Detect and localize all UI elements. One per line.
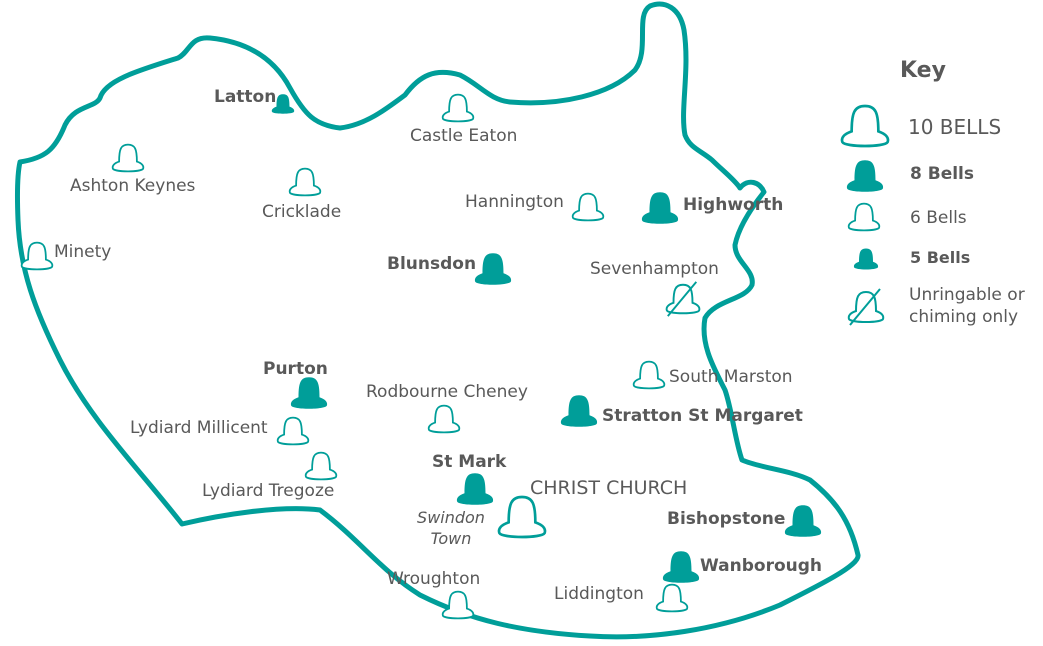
key-6-bells-icon [847,202,881,232]
bell-blunsdon-icon [474,253,512,285]
place-label: Bishopstone [667,509,786,529]
key-label: 5 Bells [910,248,971,267]
place-label: Castle Eaton [410,126,518,146]
key-label: 8 Bells [910,164,975,184]
place-label: Wanborough [700,556,823,576]
place-label: Liddington [554,584,644,604]
bell-south-marston-icon [632,360,666,390]
key-title: Key [900,58,946,83]
place-label: St Mark [432,452,507,472]
place-label: CHRIST CHURCH [530,477,688,499]
bell-lydiard-millicent-icon [276,416,310,446]
place-label: Sevenhampton [590,259,719,279]
bell-cricklade-icon [288,167,322,197]
bell-st-mark-icon [456,473,494,505]
bell-minety-icon [20,241,54,271]
key-10-bells-icon [840,104,890,148]
bell-bishopstone-icon [784,505,822,537]
key-label: Unringable or chiming only [909,285,1025,328]
place-label: Blunsdon [387,254,477,274]
place-label: Rodbourne Cheney [366,382,528,402]
key-5-bells-icon [853,248,879,270]
bell-sevenhampton-icon [665,281,701,317]
place-label: Lydiard Millicent [130,418,268,438]
bell-christ-church-icon [497,495,547,539]
bell-castle-eaton-icon [441,93,475,123]
place-label: Cricklade [262,202,342,222]
key-8-bells-icon [846,160,884,192]
place-label: Wroughton [387,569,481,589]
bell-wanborough-icon [662,551,700,583]
place-label: Highworth [683,195,784,215]
bell-hannington-icon [571,192,605,222]
key-unringable-icon [847,288,885,326]
place-label: South Marston [669,367,793,387]
place-label: Minety [54,242,112,262]
place-label: Lydiard Tregoze [202,481,335,501]
place-label: Latton [214,87,277,107]
bell-lydiard-tregoze-icon [304,451,338,481]
key-label: 6 Bells [910,208,967,228]
bell-purton-icon [290,377,328,409]
key-label: 10 BELLS [908,115,1002,139]
bell-stratton-icon [560,395,598,427]
key-icons [840,104,890,326]
place-label: Swindon Town [417,508,485,548]
place-label: Purton [263,359,328,379]
bell-highworth-icon [641,192,679,224]
bell-ashton-keynes-icon [111,143,145,173]
place-label: Ashton Keynes [70,176,196,196]
place-label: Stratton St Margaret [602,406,803,426]
place-label: Hannington [465,192,564,212]
bell-rodbourne-cheney-icon [427,404,461,434]
bell-liddington-icon [655,583,689,613]
